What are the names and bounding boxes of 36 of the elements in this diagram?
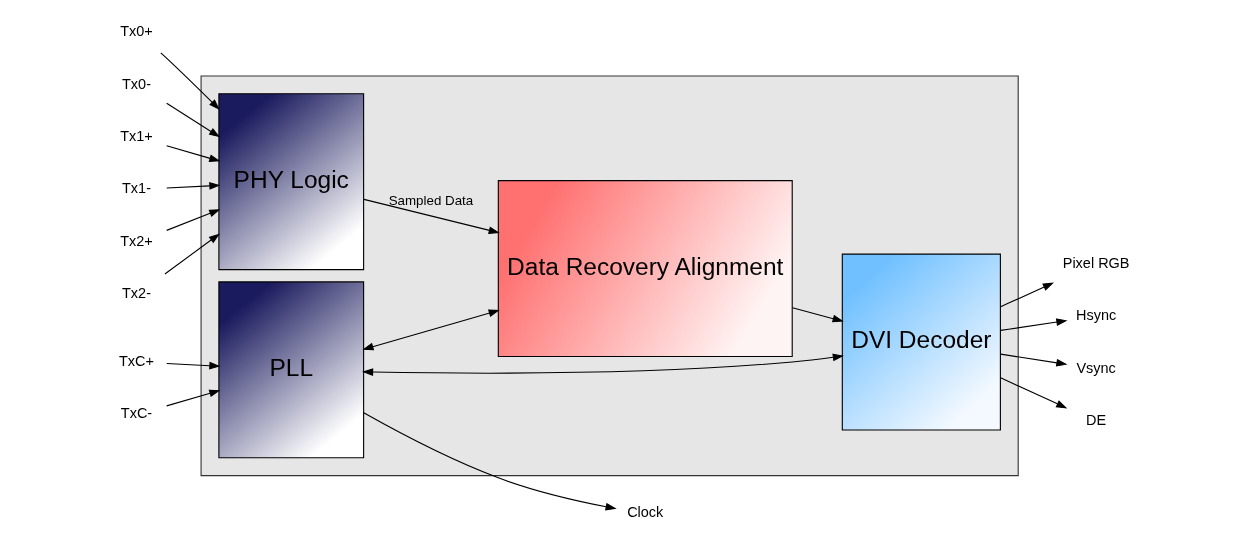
node-text: Tx2-: [122, 284, 151, 301]
cluster: [200, 75, 1019, 477]
node-text: TxC+: [119, 352, 154, 369]
node-text: Hsync: [1076, 307, 1117, 324]
node-box: PLL: [218, 281, 365, 459]
arrow: [160, 52, 220, 110]
arrow: [166, 209, 221, 231]
arrow: [166, 181, 221, 190]
node-box: DVI Decoder: [841, 253, 1001, 431]
arrow: [363, 412, 617, 511]
node-text: Tx1-: [122, 180, 151, 197]
node-text: DE: [1086, 411, 1107, 428]
arrow: [1000, 353, 1068, 367]
node-text: Clock: [627, 504, 664, 521]
node-text: Vsync: [1076, 359, 1116, 376]
arrow: [791, 307, 844, 323]
arrow: [164, 233, 220, 275]
arrow: [1000, 318, 1068, 331]
node-box: PHY Logic: [218, 93, 365, 271]
arrow: [363, 198, 500, 235]
arrow: [1000, 377, 1068, 409]
node-text: Tx0-: [122, 75, 151, 92]
edge-label: Sampled Data: [388, 192, 474, 208]
node-text: Pixel RGB: [1062, 254, 1130, 271]
arrow: [166, 145, 221, 162]
arrow: [166, 389, 221, 407]
arrow: [362, 309, 500, 351]
arrow: [166, 102, 221, 138]
arrow: [362, 353, 844, 376]
arrow: [166, 361, 221, 370]
node-text: Tx2+: [120, 232, 153, 249]
node-text: Tx0+: [120, 23, 153, 40]
node-text: Tx1+: [120, 127, 153, 144]
node-box: Data Recovery Alignment: [497, 180, 793, 358]
arrow: [1000, 282, 1054, 308]
node-text: TxC-: [120, 405, 153, 422]
